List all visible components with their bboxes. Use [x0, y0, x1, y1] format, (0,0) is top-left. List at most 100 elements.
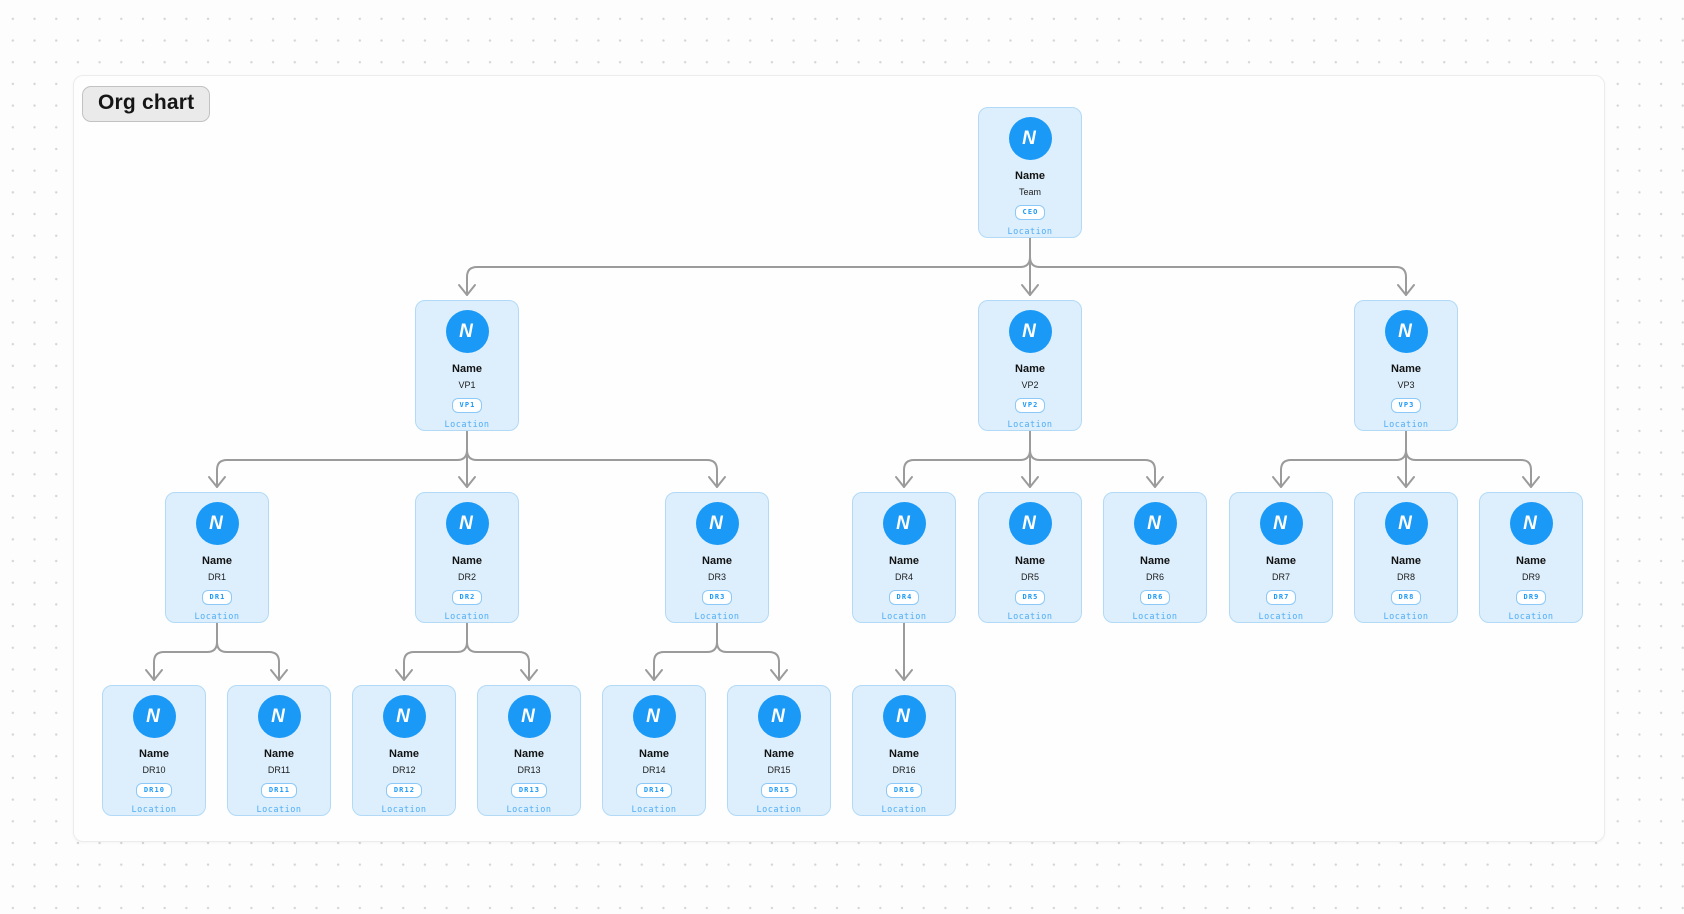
node-badge: DR16 — [885, 782, 923, 798]
arrowhead-icon — [520, 669, 538, 681]
node-badge: DR9 — [1515, 589, 1547, 605]
org-connector-vp3-dr9[interactable] — [1405, 430, 1532, 488]
node-team: DR16 — [892, 765, 916, 776]
avatar: N — [257, 695, 301, 738]
letter-n-icon: N — [771, 706, 785, 727]
arrowhead-icon — [895, 476, 913, 488]
arrowhead-icon — [1522, 476, 1540, 488]
arrowhead-icon — [458, 476, 476, 488]
arrowhead-icon — [770, 669, 788, 681]
letter-n-icon: N — [896, 706, 910, 727]
node-location: Location — [194, 611, 240, 622]
arrowhead-icon — [458, 284, 476, 296]
arrowhead-icon — [208, 476, 226, 488]
arrowhead-icon — [395, 669, 413, 681]
node-team: Team — [1018, 187, 1041, 198]
frame-title[interactable]: Org chart — [82, 86, 211, 122]
node-team: VP3 — [1397, 380, 1415, 391]
avatar: N — [1008, 310, 1052, 353]
avatar: N — [132, 695, 176, 738]
avatar: N — [445, 310, 489, 353]
org-connector-dr1-dr10[interactable] — [153, 622, 218, 681]
arrowhead-icon — [1146, 476, 1164, 488]
node-badge: VP3 — [1390, 397, 1422, 413]
org-connector-vp1-dr3[interactable] — [466, 430, 718, 488]
node-location: Location — [444, 419, 490, 430]
node-name: Name — [452, 555, 482, 567]
node-badge: DR7 — [1265, 589, 1297, 605]
letter-n-icon: N — [1022, 321, 1036, 342]
avatar: N — [695, 502, 739, 545]
org-connector-dr1-dr11[interactable] — [216, 622, 280, 681]
avatar: N — [882, 695, 926, 738]
arrowhead-icon — [895, 669, 913, 681]
org-connector-ceo-vp3[interactable] — [1029, 237, 1407, 296]
org-connector-vp2-dr6[interactable] — [1029, 430, 1156, 488]
node-badge: DR4 — [888, 589, 920, 605]
org-connector-dr3-dr14[interactable] — [653, 622, 718, 681]
letter-n-icon: N — [1398, 513, 1412, 534]
node-name: Name — [514, 748, 544, 760]
node-team: DR8 — [1396, 572, 1415, 583]
node-name: Name — [889, 555, 919, 567]
avatar: N — [882, 502, 926, 545]
letter-n-icon: N — [1022, 513, 1036, 534]
node-badge: CEO — [1014, 204, 1046, 220]
avatar: N — [1008, 117, 1052, 160]
node-name: Name — [202, 555, 232, 567]
node-badge: DR6 — [1139, 589, 1171, 605]
node-badge: DR1 — [201, 589, 233, 605]
avatar: N — [445, 502, 489, 545]
arrowhead-icon — [1021, 476, 1039, 488]
org-connector-dr3-dr15[interactable] — [716, 622, 780, 681]
node-badge: VP1 — [451, 397, 483, 413]
node-badge: DR12 — [385, 782, 423, 798]
node-name: Name — [1015, 170, 1045, 182]
node-name: Name — [1391, 363, 1421, 375]
node-location: Location — [381, 804, 427, 815]
node-location: Location — [694, 611, 740, 622]
arrowhead-icon — [1397, 284, 1415, 296]
letter-n-icon: N — [1022, 128, 1036, 149]
node-name: Name — [389, 748, 419, 760]
arrowhead-icon — [270, 669, 288, 681]
node-badge: DR2 — [451, 589, 483, 605]
org-connector-dr2-dr12[interactable] — [403, 622, 468, 681]
node-team: VP1 — [458, 380, 476, 391]
letter-n-icon: N — [396, 706, 410, 727]
node-name: Name — [1015, 363, 1045, 375]
arrowhead-icon — [1021, 284, 1039, 296]
avatar: N — [1384, 310, 1428, 353]
node-badge: DR13 — [510, 782, 548, 798]
node-location: Location — [256, 804, 302, 815]
org-connector-dr2-dr13[interactable] — [466, 622, 530, 681]
node-team: DR11 — [267, 765, 291, 776]
node-location: Location — [1007, 611, 1053, 622]
node-badge: DR5 — [1014, 589, 1046, 605]
letter-n-icon: N — [1398, 321, 1412, 342]
node-location: Location — [881, 611, 927, 622]
node-location: Location — [756, 804, 802, 815]
